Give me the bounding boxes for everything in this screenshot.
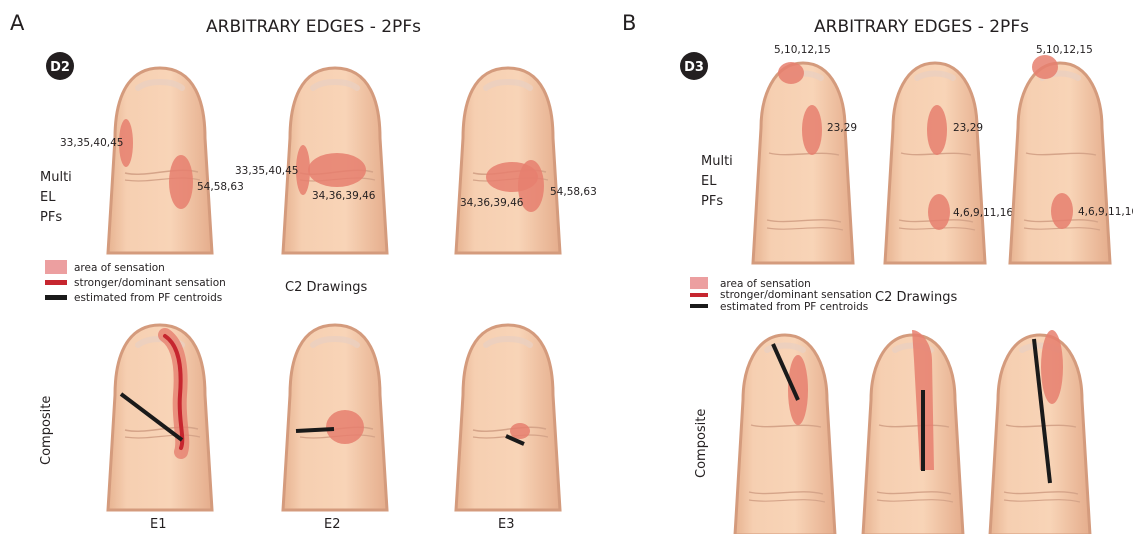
panel-a-multi-label-3: PFs: [40, 210, 62, 225]
panel-a-composite-2: [283, 325, 387, 510]
area-of-sensation: [169, 155, 193, 209]
legend-estimated-label: estimated from PF centroids: [720, 301, 868, 313]
panel-b-finger-2: 23,29 4,6,9,11,16: [885, 63, 1013, 263]
legend-dominant-label: stronger/dominant sensation: [74, 277, 226, 289]
edge-label-e1: E1: [150, 517, 167, 532]
area-of-sensation: [1051, 193, 1073, 229]
legend-area-label: area of sensation: [74, 262, 165, 274]
panel-a-finger-1: 33,35,40,45 54,58,63: [60, 68, 244, 253]
panel-a-badge-text: D2: [50, 60, 70, 75]
finger-label-right: 54,58,63: [197, 181, 244, 193]
panel-b-badge: D3: [680, 52, 708, 80]
panel-a-composite-1: [108, 325, 212, 510]
area-of-sensation: [510, 423, 530, 439]
finger-label-left: 33,35,40,45: [235, 165, 298, 177]
panel-a-composite-label: Composite: [39, 396, 54, 465]
finger-label-bottom: 4,6,9,11,16: [953, 207, 1013, 219]
panel-b-finger-1: 5,10,12,15 23,29: [753, 44, 857, 263]
panel-a-composite-3: [456, 325, 560, 510]
finger-label-right: 23,29: [827, 122, 857, 134]
panel-a-badge: D2: [46, 52, 74, 80]
panel-b-legend: area of sensation stronger/dominant sens…: [690, 277, 872, 313]
panel-b-finger-3: 5,10,12,15 4,6,9,11,16: [1010, 44, 1133, 263]
panel-a-title: ARBITRARY EDGES - 2PFs: [206, 17, 421, 37]
panel-b-title: ARBITRARY EDGES - 2PFs: [814, 17, 1029, 37]
finger-label-left: 34,36,39,46: [460, 197, 524, 209]
area-of-sensation: [308, 153, 366, 187]
panel-a-legend: area of sensation stronger/dominant sens…: [45, 260, 226, 304]
panel-a-drawings-label: C2 Drawings: [285, 280, 368, 295]
estimated-edge: [296, 429, 334, 431]
edge-label-e2: E2: [324, 517, 341, 532]
panel-b-composite-1: [735, 335, 835, 534]
finger-label-bottom: 4,6,9,11,16: [1078, 206, 1133, 218]
panel-b-multi-label-1: Multi: [701, 154, 733, 169]
panel-a-letter: A: [10, 11, 25, 35]
edge-label-e3: E3: [498, 517, 515, 532]
area-of-sensation: [326, 410, 364, 444]
area-of-sensation: [927, 105, 947, 155]
panel-b-multi-label-3: PFs: [701, 194, 723, 209]
panel-b-composite-3: [990, 330, 1090, 534]
panel-b-letter: B: [622, 11, 636, 35]
panel-b-badge-text: D3: [684, 60, 704, 75]
panel-a-finger-3: 34,36,39,46 54,58,63: [456, 68, 597, 253]
area-of-sensation: [928, 194, 950, 230]
panel-a-multi-label-1: Multi: [40, 170, 72, 185]
area-of-sensation: [802, 105, 822, 155]
area-of-sensation: [788, 355, 808, 425]
panel-a-finger-2: 33,35,40,45 34,36,39,46: [235, 68, 387, 253]
panel-b-drawings-label: C2 Drawings: [875, 290, 958, 305]
panel-a-multi-label-2: EL: [40, 190, 56, 205]
panel-b-composite-label: Composite: [694, 409, 709, 478]
area-of-sensation: [778, 62, 804, 84]
finger-label-right: 34,36,39,46: [312, 190, 376, 202]
panel-b-multi-label-2: EL: [701, 174, 717, 189]
legend-dominant-label: stronger/dominant sensation: [720, 289, 872, 301]
finger-label-left: 33,35,40,45: [60, 137, 123, 149]
finger-label-right: 54,58,63: [550, 186, 597, 198]
finger-label-top: 5,10,12,15: [1036, 44, 1093, 56]
area-of-sensation: [1032, 55, 1058, 79]
finger-label-top: 5,10,12,15: [774, 44, 831, 56]
area-of-sensation: [1041, 330, 1063, 404]
finger-label-right: 23,29: [953, 122, 983, 134]
panel-b-composite-2: [863, 330, 963, 534]
legend-estimated-label: estimated from PF centroids: [74, 292, 222, 304]
